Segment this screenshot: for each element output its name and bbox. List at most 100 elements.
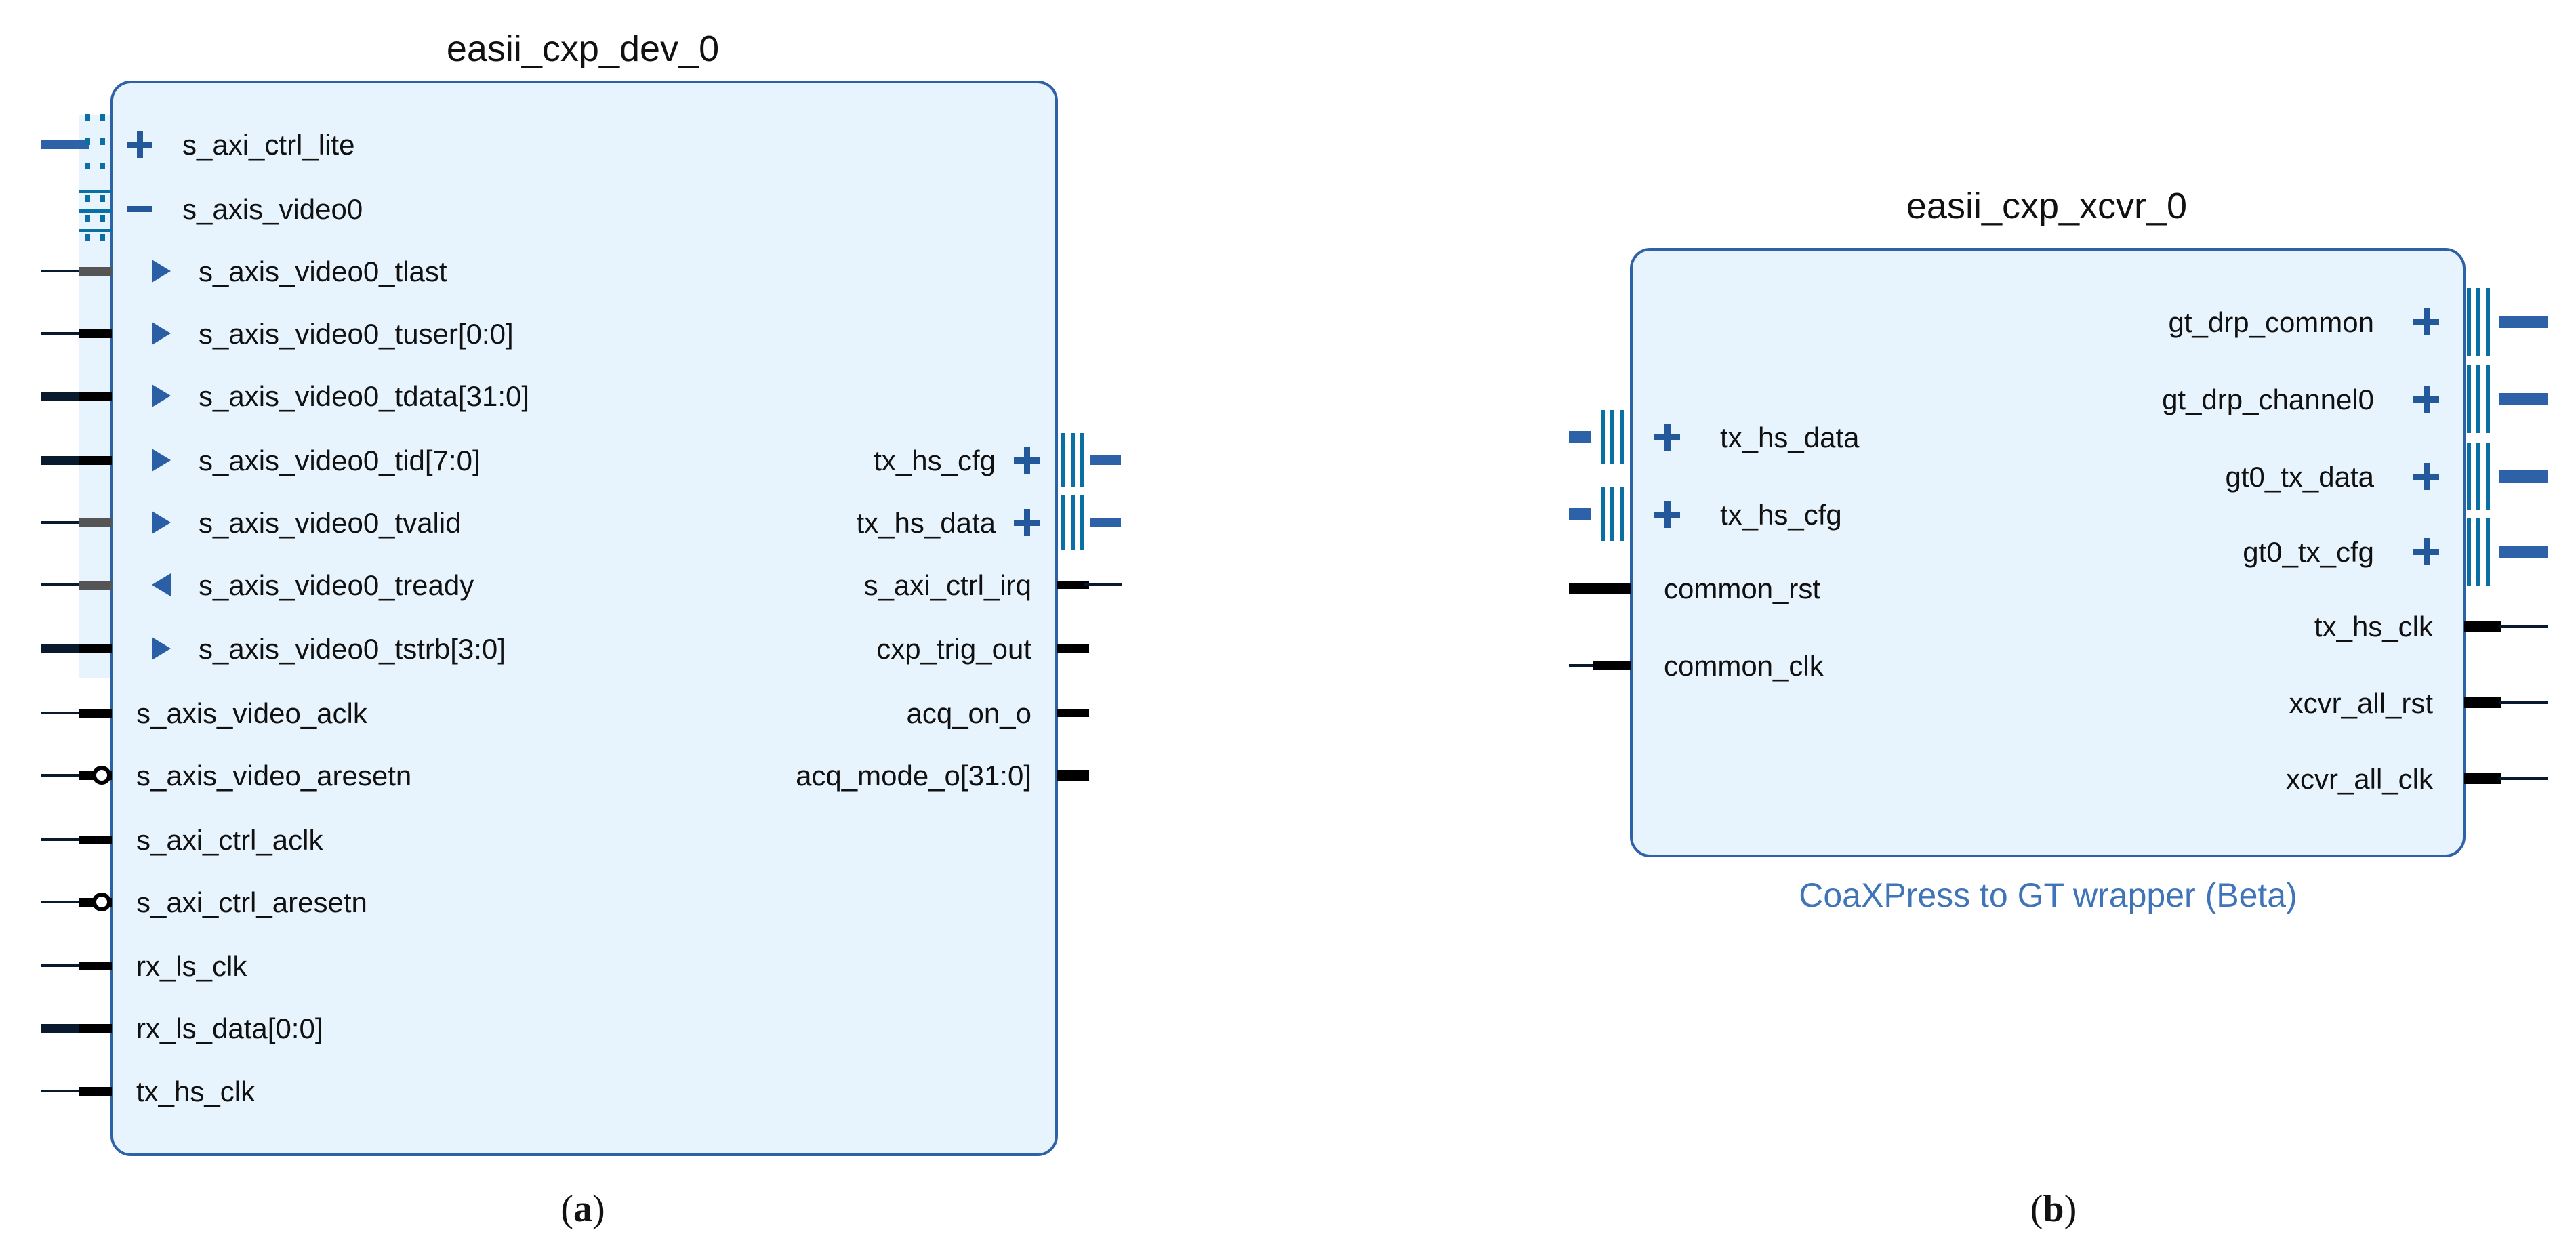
port-s-axis-video0-tuser00[interactable]: s_axis_video0_tuser[0:0] [41,318,514,350]
port-xcvr-all-clk[interactable]: xcvr_all_clk [2286,763,2548,795]
wire[interactable] [41,964,91,967]
collapse-minus-icon[interactable] [127,206,152,212]
interface-connector-stub[interactable] [41,140,89,149]
pin-stub[interactable] [1569,583,1631,594]
block-easii-cxp-xcvr-0[interactable]: easii_cxp_xcvr_0 CoaXPress to GT wrapper… [1569,186,2548,914]
port-s-axi-ctrl-aresetn[interactable]: s_axi_ctrl_aresetn [41,886,367,918]
pin-stub[interactable] [1593,661,1631,670]
pin-stub[interactable] [79,456,112,465]
expand-plus-icon-vertical[interactable] [1024,447,1030,474]
interface-connector-stub[interactable] [1569,508,1591,520]
pin-stub[interactable] [1057,770,1089,781]
pin-stub[interactable] [79,962,112,970]
port-s-axi-ctrl-lite[interactable]: s_axi_ctrl_lite [41,114,354,169]
port-xcvr-all-rst[interactable]: xcvr_all_rst [2289,687,2548,719]
port-tx-hs-data[interactable]: tx_hs_data [1569,410,1860,464]
pin-stub[interactable] [1057,709,1089,717]
interface-connector-stub[interactable] [2499,470,2548,483]
pin-stub[interactable] [1057,644,1089,653]
expand-plus-icon-vertical[interactable] [1664,501,1671,528]
port-s-axi-ctrl-aclk[interactable]: s_axi_ctrl_aclk [41,824,323,856]
port-s-axis-video0-tready[interactable]: s_axis_video0_tready [41,569,474,601]
pin-stub[interactable] [79,581,112,590]
pin-stub[interactable] [2464,773,2501,784]
interface-connector-stub[interactable] [1569,431,1591,443]
wire[interactable] [41,712,91,714]
interface-connector-stub[interactable] [1090,518,1121,527]
output-arrow-icon [152,573,171,596]
wire[interactable] [41,332,91,335]
port-gt0-tx-data[interactable]: gt0_tx_data [2225,443,2548,510]
expand-plus-icon-vertical[interactable] [2424,538,2430,565]
port-common-rst[interactable]: common_rst [1569,573,1820,604]
expand-plus-icon-vertical[interactable] [2424,463,2430,490]
port-s-axis-video0-tlast[interactable]: s_axis_video0_tlast [41,255,447,287]
pin-stub[interactable] [79,1087,112,1096]
interface-connector-stub[interactable] [2499,393,2548,405]
wire[interactable] [41,1024,91,1033]
interface-bus-bar [1071,433,1075,487]
port-tx-hs-clk[interactable]: tx_hs_clk [2314,611,2548,642]
port-gt-drp-common[interactable]: gt_drp_common [2169,288,2549,356]
pin-stub[interactable] [79,709,112,718]
port-s-axis-video0[interactable]: s_axis_video0 [79,190,363,241]
expand-plus-icon-vertical[interactable] [2424,308,2430,335]
port-label: s_axis_video0_tvalid [199,507,462,539]
block-a-body[interactable] [110,81,1058,1156]
expand-plus-icon-vertical[interactable] [2424,386,2430,413]
interface-connector-stub[interactable] [1090,455,1121,465]
port-tx-hs-clk[interactable]: tx_hs_clk [41,1075,255,1107]
wire[interactable] [1084,583,1122,586]
pin-stub[interactable] [2464,621,2501,632]
port-tx-hs-data[interactable]: tx_hs_data [857,495,1122,550]
wire[interactable] [41,838,91,841]
interface-connector-stub[interactable] [2499,316,2548,328]
port-s-axi-ctrl-irq[interactable]: s_axi_ctrl_irq [864,569,1122,601]
pin-stub[interactable] [79,518,112,527]
port-tx-hs-cfg[interactable]: tx_hs_cfg [874,433,1121,487]
wire[interactable] [41,774,91,777]
wire[interactable] [2499,625,2548,628]
port-gt-drp-channel0[interactable]: gt_drp_channel0 [2162,365,2548,433]
wire[interactable] [41,583,91,586]
port-s-axis-video0-tdata310[interactable]: s_axis_video0_tdata[31:0] [41,380,529,412]
expand-plus-icon-vertical[interactable] [137,131,143,158]
interface-connector-stub[interactable] [2499,546,2548,558]
port-s-axis-video0-tstrb30[interactable]: s_axis_video0_tstrb[3:0] [41,633,506,665]
wire[interactable] [41,270,91,272]
wire[interactable] [41,392,91,401]
wire[interactable] [41,644,91,653]
port-s-axis-video0-tid70[interactable]: s_axis_video0_tid[7:0] [41,445,481,476]
port-s-axis-video0-tvalid[interactable]: s_axis_video0_tvalid [41,507,462,539]
wire[interactable] [41,521,91,524]
expand-plus-icon-vertical[interactable] [1024,509,1030,536]
port-s-axis-video-aclk[interactable]: s_axis_video_aclk [41,697,368,729]
pin-stub[interactable] [79,644,112,653]
port-s-axis-video-aresetn[interactable]: s_axis_video_aresetn [41,760,411,792]
wire[interactable] [1569,664,1596,667]
port-label: s_axis_video0_tready [199,569,474,601]
pin-stub[interactable] [79,329,112,338]
port-gt0-tx-cfg[interactable]: gt0_tx_cfg [2243,518,2548,586]
pin-stub[interactable] [2464,697,2501,708]
port-common-clk[interactable]: common_clk [1569,650,1824,682]
pin-stub[interactable] [79,267,112,276]
wire[interactable] [2499,777,2548,780]
wire[interactable] [41,456,91,465]
pin-stub[interactable] [1057,581,1089,589]
port-tx-hs-cfg[interactable]: tx_hs_cfg [1569,487,1842,541]
pin-stub[interactable] [79,1024,112,1033]
expand-plus-icon-vertical[interactable] [1664,424,1671,451]
port-acq-on-o[interactable]: acq_on_o [906,697,1089,729]
wire[interactable] [2499,701,2548,704]
block-b-body[interactable] [1630,248,2466,857]
port-rx-ls-clk[interactable]: rx_ls_clk [41,950,247,982]
block-easii-cxp-dev-0[interactable]: easii_cxp_dev_0 s_axi_ctrl_lites_axis_vi… [41,28,1122,1156]
port-rx-ls-data00[interactable]: rx_ls_data[0:0] [41,1012,323,1044]
wire[interactable] [41,1090,91,1092]
port-acq-mode-o310[interactable]: acq_mode_o[31:0] [796,760,1089,792]
pin-stub[interactable] [79,836,112,844]
pin-stub[interactable] [79,392,112,401]
port-cxp-trig-out[interactable]: cxp_trig_out [876,633,1089,665]
wire[interactable] [41,901,91,903]
